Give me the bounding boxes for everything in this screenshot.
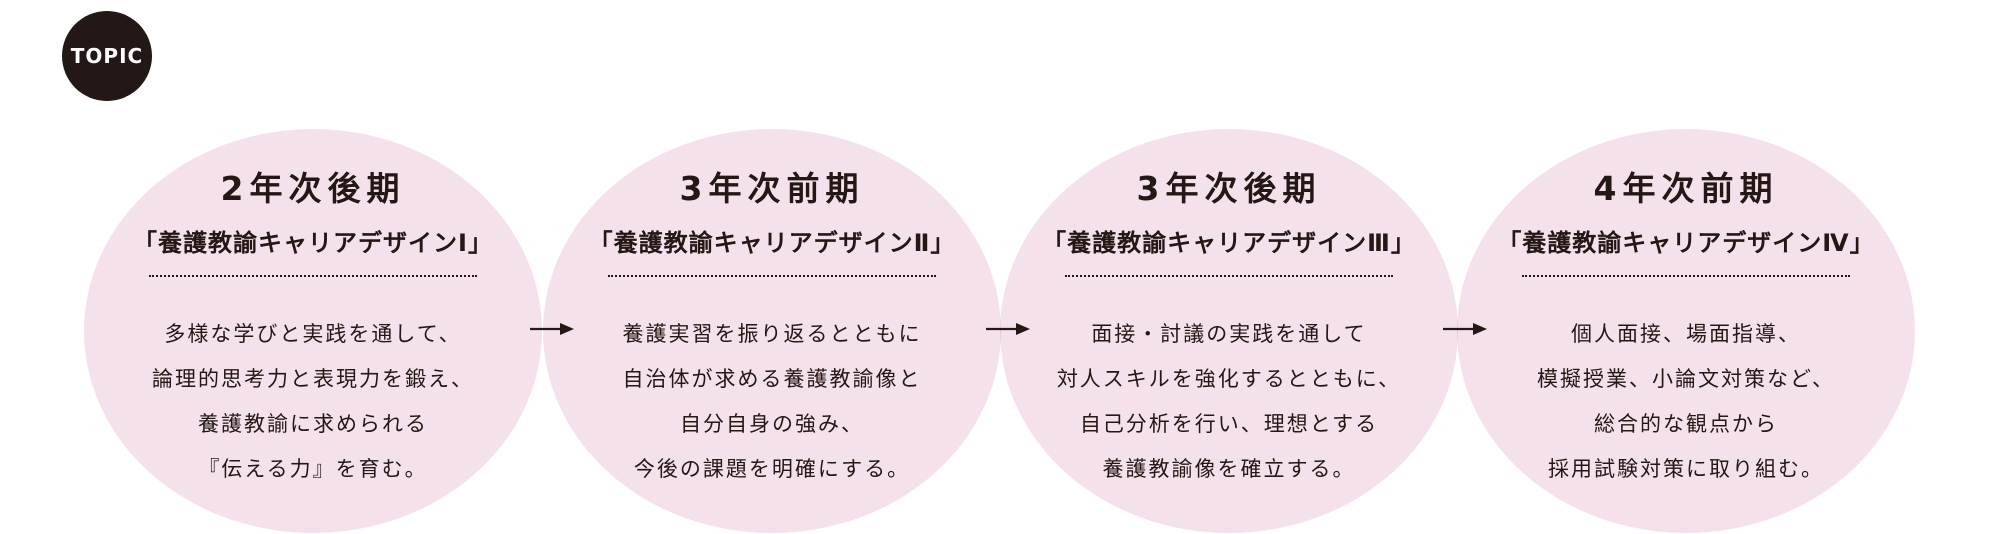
stage-course-name: 「養護教諭キャリアデザインⅠ」 (133, 229, 493, 257)
description-line: 養護実習を振り返るとともに (622, 322, 922, 346)
stage-course-name: 「養護教諭キャリアデザインⅣ」 (1497, 229, 1875, 257)
stage-divider (1522, 275, 1850, 277)
description-line: 自分自身の強み、 (680, 412, 864, 436)
topic-badge-label: TOPIC (70, 44, 144, 68)
stage-4th-year-early: 4年次前期 「養護教諭キャリアデザインⅣ」 個人面接、場面指導、 模擬授業、小論… (1457, 129, 1915, 533)
stage-description: 多様な学びと実践を通して、 論理的思考力と表現力を鍛え、 養護教諭に求められる … (84, 312, 542, 492)
description-line: 論理的思考力と表現力を鍛え、 (152, 367, 474, 391)
arrow-right-icon (1443, 323, 1487, 335)
stage-title: 4年次前期 (1593, 169, 1779, 208)
stage-course-name: 「養護教諭キャリアデザインⅢ」 (1042, 229, 1416, 257)
description-line: 自己分析を行い、理想とする (1079, 412, 1379, 436)
stage-3rd-year-early: 3年次前期 「養護教諭キャリアデザインⅡ」 養護実習を振り返るとともに 自治体が… (543, 129, 1001, 533)
arrow-right-icon (530, 323, 574, 335)
description-line: 面接・討議の実践を通して (1091, 322, 1367, 346)
stage-divider (608, 275, 936, 277)
description-line: 個人面接、場面指導、 (1571, 322, 1801, 346)
description-line: 総合的な観点から (1594, 412, 1778, 436)
description-line: 採用試験対策に取り組む。 (1548, 457, 1824, 481)
description-line: 今後の課題を明確にする。 (633, 457, 911, 481)
stage-description: 個人面接、場面指導、 模擬授業、小論文対策など、 総合的な観点から 採用試験対策… (1457, 312, 1915, 492)
stage-divider (149, 275, 477, 277)
description-line: 『伝える力』を育む。 (198, 457, 428, 481)
stage-title: 3年次前期 (679, 169, 865, 208)
arrow-right-icon (986, 323, 1030, 335)
stage-3rd-year-late: 3年次後期 「養護教諭キャリアデザインⅢ」 面接・討議の実践を通して 対人スキル… (1000, 129, 1458, 533)
stage-course-name: 「養護教諭キャリアデザインⅡ」 (588, 229, 956, 257)
description-line: 養護教諭像を確立する。 (1102, 457, 1356, 481)
stage-description: 面接・討議の実践を通して 対人スキルを強化するとともに、 自己分析を行い、理想と… (1000, 312, 1458, 492)
description-line: 多様な学びと実践を通して、 (164, 322, 462, 346)
stage-2nd-year-late: 2年次後期 「養護教諭キャリアデザインⅠ」 多様な学びと実践を通して、 論理的思… (84, 129, 542, 533)
description-line: 自治体が求める養護教諭像と (622, 367, 922, 391)
description-line: 模擬授業、小論文対策など、 (1537, 367, 1835, 391)
stage-divider (1065, 275, 1393, 277)
stage-description: 養護実習を振り返るとともに 自治体が求める養護教諭像と 自分自身の強み、 今後の… (543, 312, 1001, 492)
description-line: 対人スキルを強化するとともに、 (1056, 367, 1402, 391)
stage-title: 2年次後期 (220, 169, 406, 208)
description-line: 養護教諭に求められる (198, 412, 428, 436)
stage-title: 3年次後期 (1136, 169, 1322, 208)
topic-badge: TOPIC (62, 11, 152, 101)
